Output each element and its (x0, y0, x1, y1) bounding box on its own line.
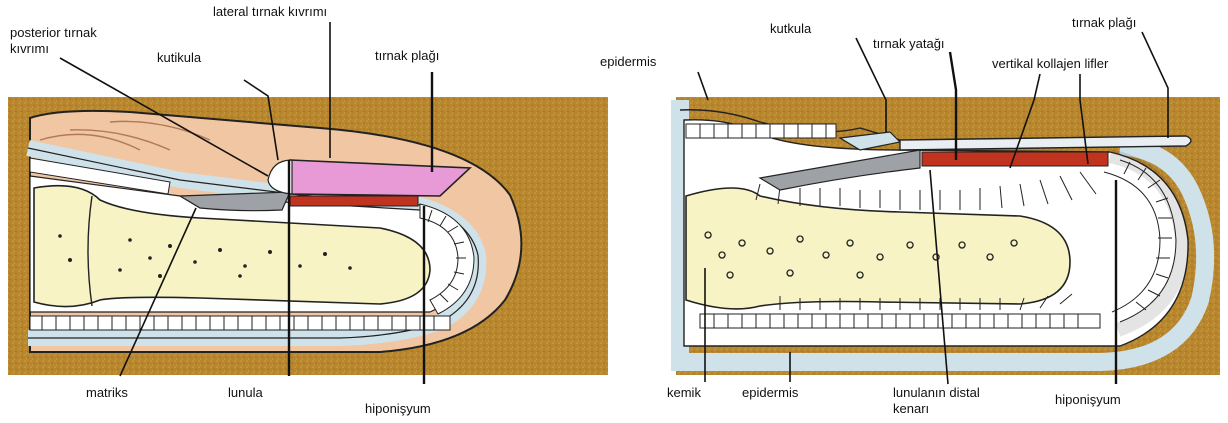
right-bottom-cell-row (700, 314, 1100, 328)
label-kemik: kemik (667, 385, 701, 400)
right-top-cell-row (686, 124, 836, 138)
label-left-hyponychium: hiponişyum (365, 401, 431, 416)
label-kutikula: kutikula (157, 50, 202, 65)
left-nail-bed (290, 196, 418, 206)
label-posterior-fold-line2: kıvrımı (10, 41, 49, 56)
label-right-epidermis-top: epidermis (600, 54, 657, 69)
label-right-epidermis-bottom: epidermis (742, 385, 799, 400)
label-lunula: lunula (228, 385, 263, 400)
label-right-hyponychium: hiponişyum (1055, 392, 1121, 407)
label-right-nail-plate: tırnak plağı (1072, 15, 1136, 30)
label-lunula-distal-line1: lunulanın distal (893, 385, 980, 400)
label-left-nail-plate: tırnak plağı (375, 48, 439, 63)
label-lunula-distal-line2: kenarı (893, 401, 929, 416)
label-matriks: matriks (86, 385, 128, 400)
left-bottom-cell-row (30, 316, 450, 330)
label-lateral-fold: lateral tırnak kıvrımı (213, 4, 327, 19)
label-nail-bed: tırnak yatağı (873, 36, 945, 51)
label-posterior-fold-line1: posterior tırnak (10, 25, 97, 40)
label-vertical-collagen: vertikal kollajen lifler (992, 56, 1109, 71)
label-kutkula: kutkula (770, 21, 812, 36)
